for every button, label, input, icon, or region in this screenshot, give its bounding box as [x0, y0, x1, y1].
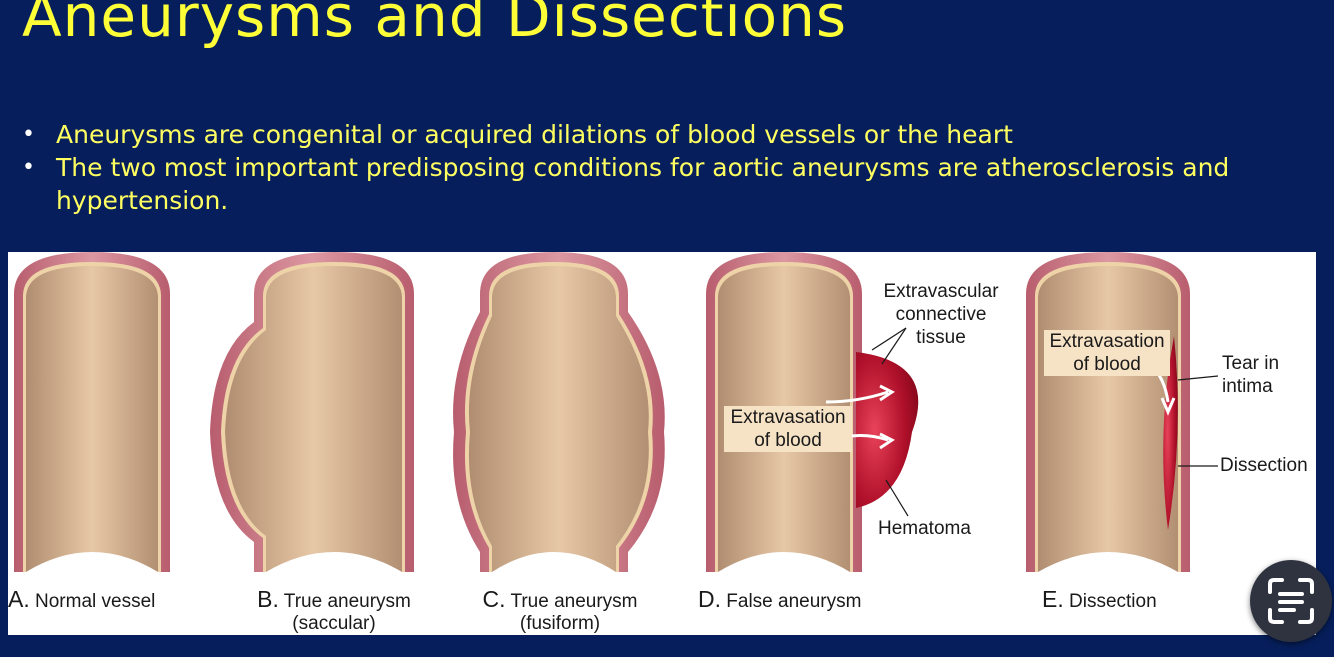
bullet-list: •Aneurysms are congenital or acquired di… — [22, 118, 1302, 217]
extravascular-label: Extravascular connective tissue — [876, 280, 1006, 349]
bullet-item: •The two most important predisposing con… — [22, 151, 1302, 217]
vessel-normal — [14, 252, 170, 572]
bullet-item: •Aneurysms are congenital or acquired di… — [22, 118, 1302, 151]
text-scan-button[interactable] — [1250, 560, 1332, 642]
extravasation-label-e: Extravasation of blood — [1044, 330, 1170, 376]
bullet-icon: • — [22, 118, 35, 151]
tear-label: Tear in intima — [1222, 352, 1302, 398]
slide-title: Aneurysms and Dissections — [22, 0, 847, 52]
vessel-saccular — [210, 252, 414, 572]
vessel-figure: Extravascular connective tissue Extravas… — [8, 252, 1316, 635]
extravasation-label-d: Extravasation of blood — [724, 406, 852, 452]
hematoma-label: Hematoma — [878, 517, 988, 540]
text-scan-icon — [1250, 560, 1332, 642]
caption-d: D. False aneurysm — [698, 588, 898, 613]
caption-e: E. Dissection — [1042, 588, 1202, 613]
caption-a: A. Normal vessel — [8, 588, 188, 613]
vessel-dissection — [1026, 252, 1218, 572]
bullet-icon: • — [22, 151, 35, 184]
vessel-illustrations — [8, 252, 1316, 635]
caption-b: B. True aneurysm (saccular) — [244, 588, 424, 635]
dissection-label: Dissection — [1220, 454, 1316, 477]
caption-c: C. True aneurysm (fusiform) — [470, 588, 650, 635]
vessel-fusiform — [453, 252, 665, 572]
